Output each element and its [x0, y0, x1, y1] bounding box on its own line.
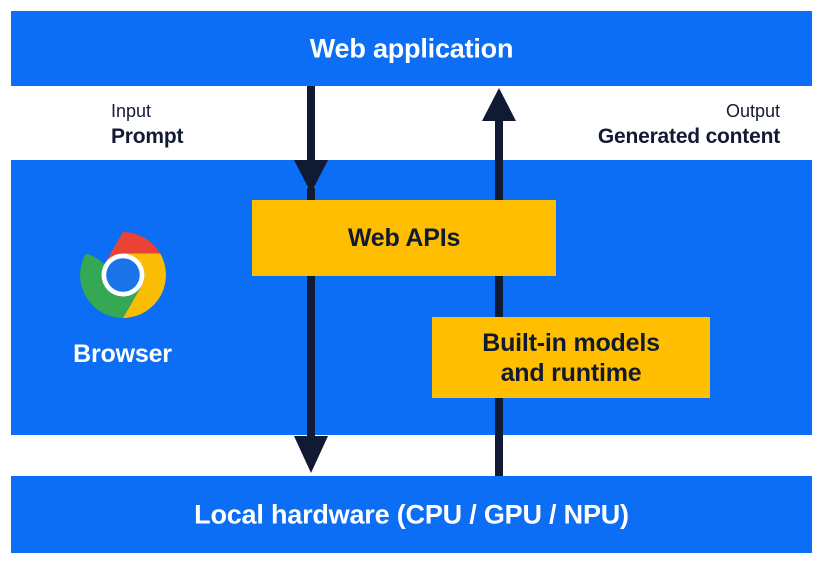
output-caption: Output Generated content [598, 100, 780, 151]
output-arrow-shaft [495, 118, 503, 478]
input-kind-label: Input [111, 101, 152, 121]
web-application-label: Web application [309, 33, 514, 63]
input-caption: Input Prompt [111, 100, 184, 151]
output-value-label: Generated content [597, 125, 780, 149]
input-value-label: Prompt [111, 125, 184, 149]
browser-group: Browser [55, 232, 190, 369]
web-apis-box[interactable]: Web APIs [252, 200, 556, 276]
built-in-models-box[interactable]: Built-in models and runtime [432, 317, 710, 398]
output-arrow-head [482, 88, 516, 121]
output-kind-label: Output [725, 101, 780, 121]
input-arrow-shaft-lower [307, 188, 315, 440]
input-arrow-head-lower [294, 436, 328, 473]
local-hardware-label: Local hardware (CPU / GPU / NPU) [194, 499, 629, 529]
web-application-band: Web application [11, 11, 812, 86]
browser-label: Browser [73, 340, 172, 368]
built-in-models-line2: and runtime [500, 358, 642, 387]
web-apis-label: Web APIs [347, 223, 461, 252]
built-in-models-line1: Built-in models [482, 328, 660, 357]
chrome-logo-icon [79, 232, 166, 318]
built-in-models-text: Built-in models and runtime [482, 328, 660, 388]
input-arrow-head-upper [294, 160, 328, 193]
input-arrow-shaft-upper [307, 86, 315, 166]
local-hardware-band: Local hardware (CPU / GPU / NPU) [11, 476, 812, 553]
